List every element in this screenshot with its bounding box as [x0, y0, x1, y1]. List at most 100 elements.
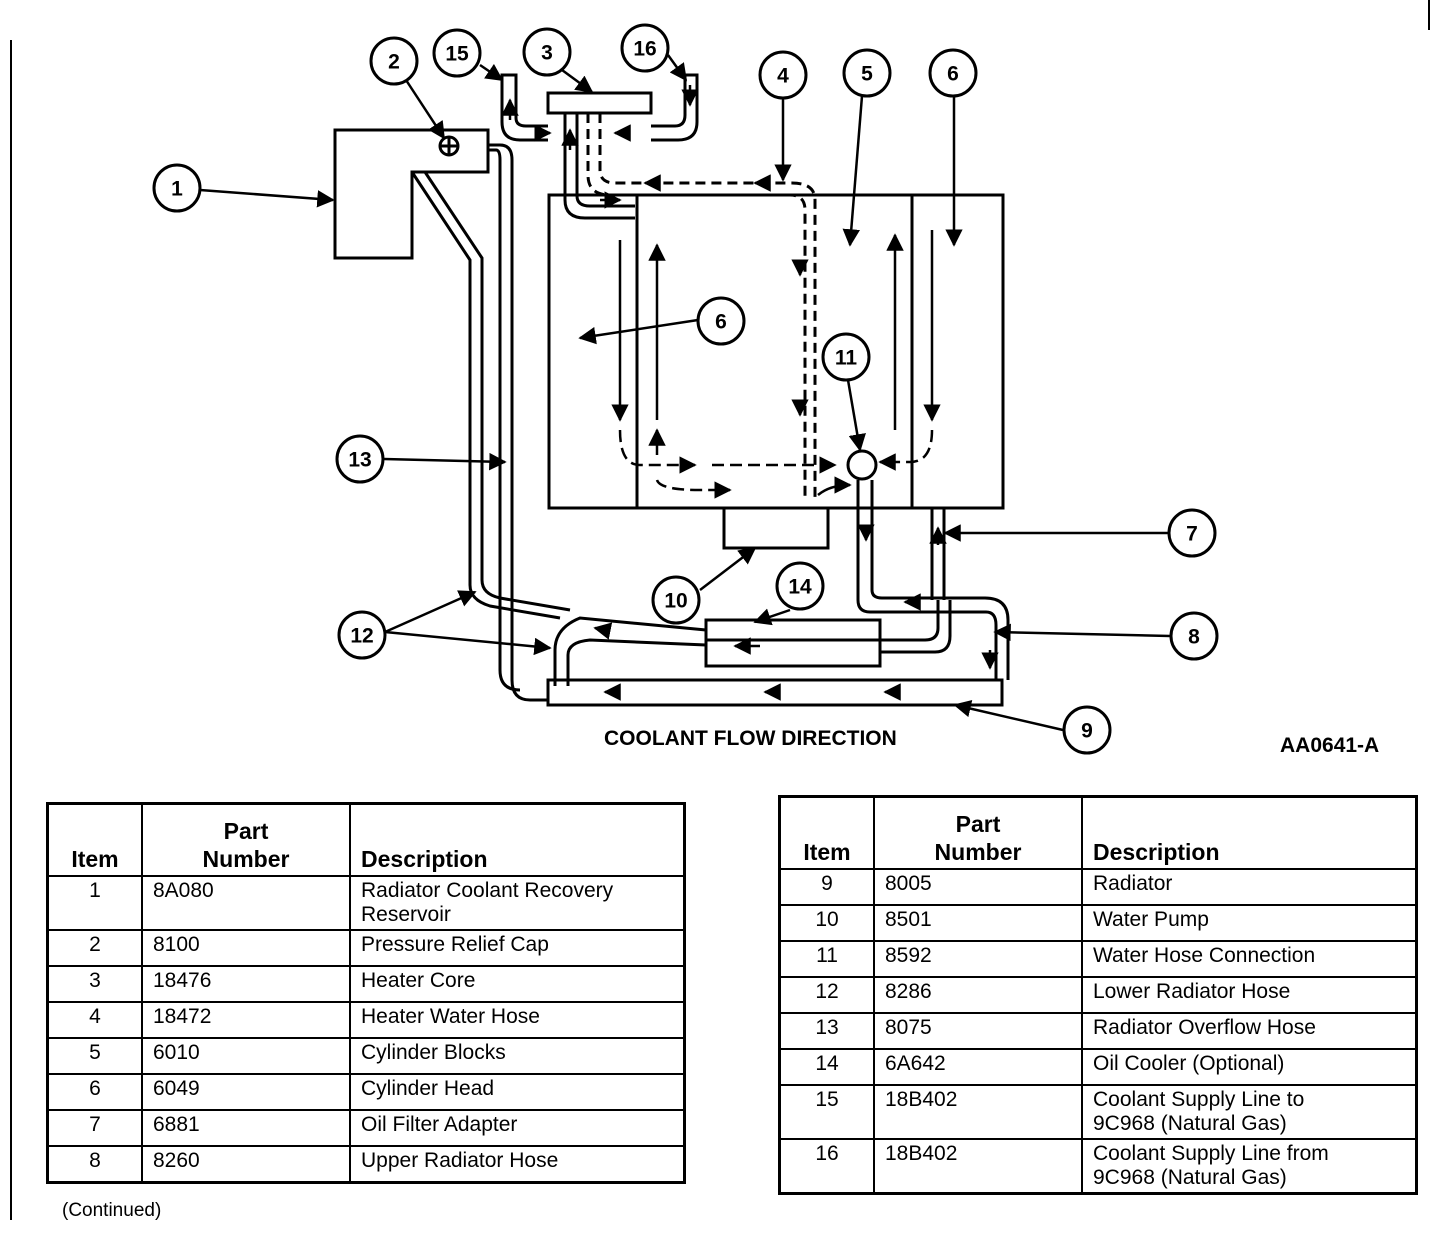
description-line-1: Cylinder Blocks — [361, 1041, 506, 1064]
callout-9-label: 9 — [1081, 720, 1093, 743]
description-line-1: Coolant Supply Line to — [1093, 1088, 1305, 1111]
callout-10 — [651, 575, 701, 625]
description: Cylinder Head — [349, 1073, 686, 1111]
description-line-1: Cylinder Head — [361, 1077, 495, 1100]
callout-2 — [369, 36, 419, 86]
item-number: 11 — [778, 940, 875, 978]
description-line-1: Water Pump — [1093, 908, 1209, 931]
part-number: 6881 — [141, 1109, 351, 1147]
coolant-flow-diagram: 1 2 3 4 5 6 6 7 8 9 10 11 12 13 14 15 16… — [152, 23, 1379, 757]
callout-4 — [758, 50, 808, 100]
callout-10-label: 10 — [664, 590, 687, 613]
supply-line-15-shape — [500, 73, 548, 142]
description: Lower Radiator Hose — [1081, 976, 1418, 1014]
description-line-1: Oil Filter Adapter — [361, 1113, 518, 1136]
item-number: 15 — [778, 1084, 875, 1140]
callout-16-label: 16 — [633, 38, 656, 61]
description: Heater Water Hose — [349, 1001, 686, 1039]
description: Water Pump — [1081, 904, 1418, 942]
description: Water Hose Connection — [1081, 940, 1418, 978]
callout-7 — [1167, 508, 1217, 558]
item-number: 10 — [778, 904, 875, 942]
part-number: 8501 — [873, 904, 1083, 942]
radiator-shape — [546, 678, 1004, 707]
description-line-1: Radiator — [1093, 872, 1173, 895]
callout-14-label: 14 — [788, 576, 812, 599]
callout-13-label: 13 — [348, 449, 371, 472]
part-number: 6A642 — [873, 1048, 1083, 1086]
part-number: 8286 — [873, 976, 1083, 1014]
part-number: 8100 — [141, 929, 351, 967]
item-number: 13 — [778, 1012, 875, 1050]
callout-4-label: 4 — [777, 65, 789, 88]
lower-radiator-hose-shape — [553, 616, 707, 686]
callout-5-label: 5 — [861, 63, 873, 86]
description: Pressure Relief Cap — [349, 929, 686, 967]
description: Radiator Overflow Hose — [1081, 1012, 1418, 1050]
heater-hose-shape — [563, 113, 635, 220]
callout-1 — [152, 163, 202, 213]
callout-3 — [522, 27, 572, 77]
page-left-rule — [10, 40, 12, 1220]
callout-11-label: 11 — [835, 347, 858, 370]
upper-radiator-hose-shape — [856, 480, 998, 680]
callout-15-label: 15 — [445, 43, 469, 66]
callout-9 — [1062, 705, 1112, 755]
item-number: 4 — [46, 1001, 143, 1039]
callout-6-mid — [696, 296, 746, 346]
water-pump-shape — [722, 506, 830, 550]
description-line-2: 9C968 (Natural Gas) — [1093, 1166, 1287, 1189]
callout-6-top — [928, 48, 978, 98]
description-line-1: Pressure Relief Cap — [361, 933, 549, 956]
callout-11 — [821, 332, 871, 382]
description: Radiator — [1081, 868, 1418, 906]
callout-8-label: 8 — [1188, 626, 1200, 649]
oil-filter-adapter-shape — [930, 508, 946, 600]
part-number: 8260 — [141, 1145, 351, 1184]
part-number: 8005 — [873, 868, 1083, 906]
part-number: 18B402 — [873, 1084, 1083, 1140]
item-number: 5 — [46, 1037, 143, 1075]
description-line-2: 9C968 (Natural Gas) — [1093, 1112, 1287, 1135]
figure-id: AA0641-A — [1280, 734, 1379, 757]
water-hose-connection-shape — [846, 449, 878, 481]
description-line-1: Coolant Supply Line from — [1093, 1142, 1329, 1165]
part-number: 18472 — [141, 1001, 351, 1039]
cylinder-block-shape — [547, 193, 1005, 510]
part-number: 8592 — [873, 940, 1083, 978]
header-part-number: Part Number — [873, 795, 1083, 870]
callout-12 — [337, 610, 387, 660]
callout-8 — [1169, 611, 1219, 661]
description-line-1: Upper Radiator Hose — [361, 1149, 559, 1172]
recovery-reservoir-shape — [333, 128, 490, 260]
item-number: 16 — [778, 1138, 875, 1195]
callout-5 — [842, 48, 892, 98]
description: Oil Cooler (Optional) — [1081, 1048, 1418, 1086]
continued-note: (Continued) — [62, 1200, 162, 1221]
description: Heater Core — [349, 965, 686, 1003]
item-number: 7 — [46, 1109, 143, 1147]
callout-16 — [620, 23, 670, 73]
flow-arrows — [501, 85, 999, 701]
item-number: 14 — [778, 1048, 875, 1086]
supply-line-16-shape — [651, 73, 699, 142]
oil-cooler-shape — [704, 618, 882, 668]
item-number: 3 — [46, 965, 143, 1003]
description-line-1: Heater Water Hose — [361, 1005, 540, 1028]
item-number: 6 — [46, 1073, 143, 1111]
callout-14 — [775, 561, 825, 611]
description-line-1: Heater Core — [361, 969, 476, 992]
